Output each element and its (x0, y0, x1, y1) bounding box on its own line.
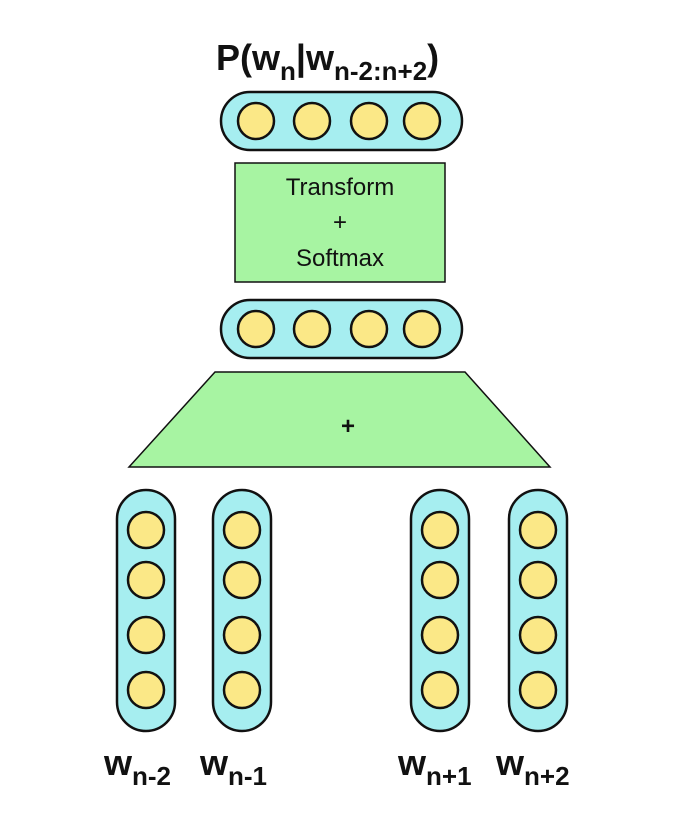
input-vector: wn+1 (397, 488, 472, 791)
unit-node (518, 510, 558, 550)
sum-trapezoid: + (127, 371, 552, 468)
unit-node (222, 510, 262, 550)
vector-pill (211, 488, 273, 733)
input-vector: wn-1 (199, 488, 273, 791)
hidden-vector (219, 298, 464, 360)
unit-node (420, 510, 460, 550)
unit-node (349, 309, 389, 349)
vector-pill (115, 488, 177, 733)
input-vector: wn+2 (495, 488, 570, 791)
sum-operator: + (341, 413, 355, 440)
input-word-label: wn-1 (199, 742, 267, 791)
output-vector (219, 90, 464, 152)
unit-node (222, 670, 262, 710)
unit-node (349, 101, 389, 141)
unit-node (518, 670, 558, 710)
output-probability-label: P(wn|wn-2:n+2) (216, 37, 439, 86)
input-word-label: wn-2 (103, 742, 171, 791)
label-main: w (199, 742, 229, 783)
vector-pill (507, 488, 569, 733)
label-sub: n-1 (228, 761, 267, 791)
unit-node (126, 560, 166, 600)
label-sub: n+2 (524, 761, 570, 791)
label-main: w (103, 742, 133, 783)
label-sub: n (280, 56, 296, 86)
unit-node (420, 615, 460, 655)
unit-node (402, 101, 442, 141)
unit-node (236, 101, 276, 141)
label-main: P(w (216, 37, 281, 78)
input-word-label: wn+1 (397, 742, 472, 791)
label-sub: n-2:n+2 (334, 56, 427, 86)
label-main: w (495, 742, 525, 783)
unit-node (126, 615, 166, 655)
unit-node (222, 615, 262, 655)
label-sub: n+1 (426, 761, 472, 791)
input-vector: wn-2 (103, 488, 177, 791)
label-mid: |w (296, 37, 335, 79)
box-line: Transform (286, 174, 394, 201)
unit-node (292, 101, 332, 141)
unit-node (222, 560, 262, 600)
unit-node (518, 560, 558, 600)
unit-node (292, 309, 332, 349)
unit-node (126, 510, 166, 550)
vector-pill (409, 488, 471, 733)
unit-node (126, 670, 166, 710)
transform-softmax-box: Transform + Softmax (234, 162, 446, 283)
unit-node (402, 309, 442, 349)
input-word-label: wn+2 (495, 742, 570, 791)
label-close: ) (427, 37, 439, 78)
label-main: w (397, 742, 427, 783)
unit-node (236, 309, 276, 349)
unit-node (420, 560, 460, 600)
unit-node (420, 670, 460, 710)
label-sub: n-2 (132, 761, 171, 791)
box-line: + (333, 209, 347, 236)
unit-node (518, 615, 558, 655)
box-line: Softmax (296, 245, 384, 272)
